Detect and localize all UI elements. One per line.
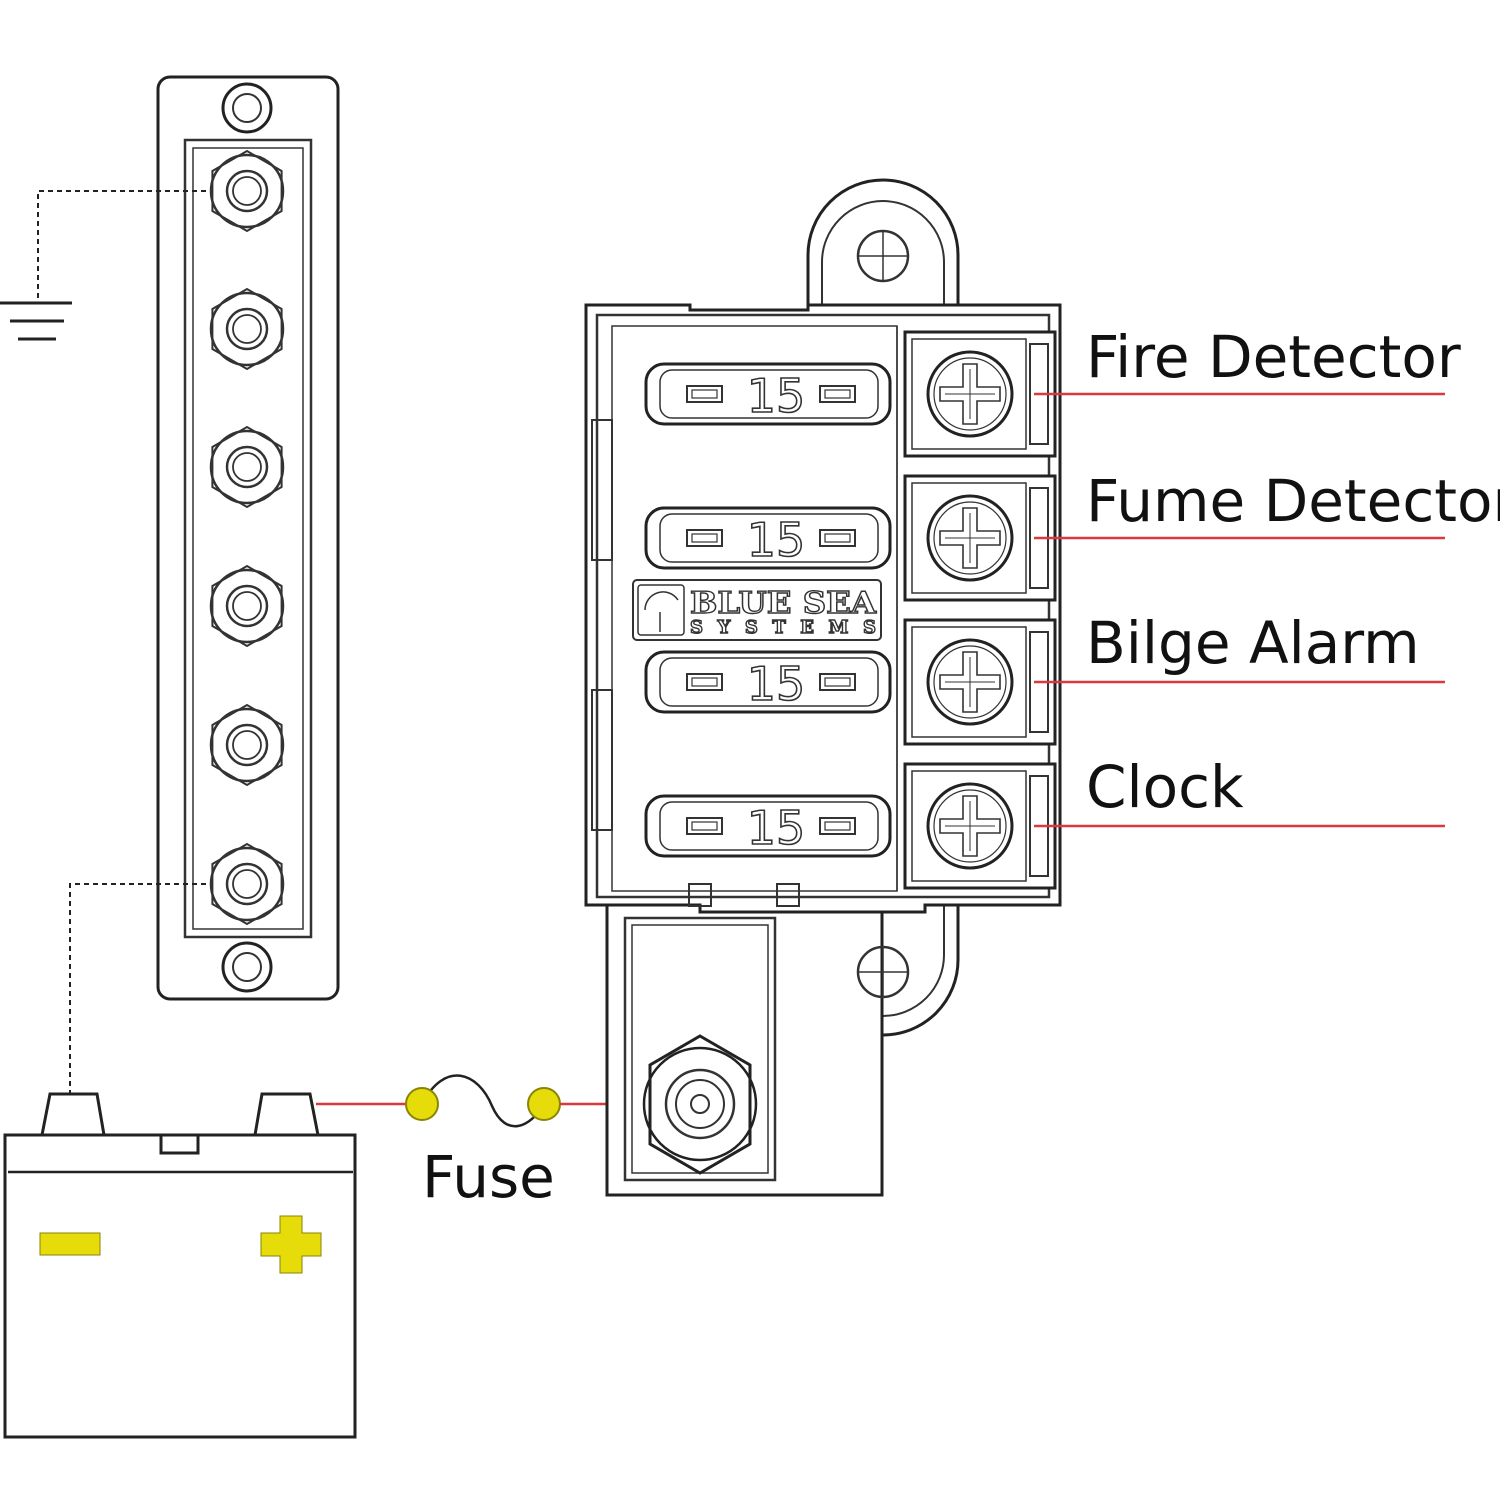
screw-head-icon	[939, 795, 1001, 857]
bus-mount-hole-bottom	[221, 941, 273, 993]
screw-head-icon	[939, 363, 1001, 425]
screw-head-icon	[939, 651, 1001, 713]
bus-stud	[209, 564, 285, 648]
fuse-rating: 15	[747, 513, 806, 567]
bus-stud	[209, 703, 285, 787]
circuit-label-bilge-alarm: Bilge Alarm	[1086, 609, 1420, 677]
negative-wire	[69, 883, 206, 1094]
bus-stud	[209, 287, 285, 371]
negative-bus-bar	[156, 75, 340, 1001]
brand-subtitle: SYSTEMS	[690, 617, 876, 638]
blade-fuse: 15	[644, 362, 892, 426]
screw-head-icon	[939, 507, 1001, 569]
circuit-label-clock: Clock	[1086, 753, 1244, 821]
blade-fuse: 15	[644, 506, 892, 570]
brand-name: BLUE SEA	[690, 586, 877, 621]
ground-wire	[37, 190, 206, 300]
output-terminal	[903, 762, 1057, 890]
output-terminal	[903, 474, 1057, 602]
battery	[3, 1092, 357, 1439]
fuse-rating: 15	[747, 801, 806, 855]
bus-stud	[209, 425, 285, 509]
blade-fuse: 15	[644, 650, 892, 714]
output-terminal	[903, 618, 1057, 746]
circuit-label-fire-detector: Fire Detector	[1086, 323, 1461, 391]
fuse-rating: 15	[747, 657, 806, 711]
bus-stud	[209, 842, 285, 926]
fuse-block: BLUE SEA SYSTEMS 15 15 15 15	[584, 178, 1062, 1197]
block-mount-hole-bottom	[856, 945, 910, 999]
plus-icon	[260, 1215, 322, 1274]
inline-fuse-label: Fuse	[422, 1143, 555, 1211]
output-terminal	[903, 330, 1057, 458]
fuse-rating: 15	[747, 369, 806, 423]
ground-symbol-icon	[0, 301, 72, 341]
input-stud	[642, 1034, 758, 1175]
circuit-label-fume-detector: Fume Detector	[1086, 467, 1500, 535]
block-mount-hole-top	[856, 229, 910, 283]
blade-fuse: 15	[644, 794, 892, 858]
inline-fuse	[316, 1074, 648, 1128]
bus-mount-hole-top	[221, 82, 273, 134]
minus-icon	[39, 1232, 101, 1256]
bus-stud	[209, 149, 285, 233]
